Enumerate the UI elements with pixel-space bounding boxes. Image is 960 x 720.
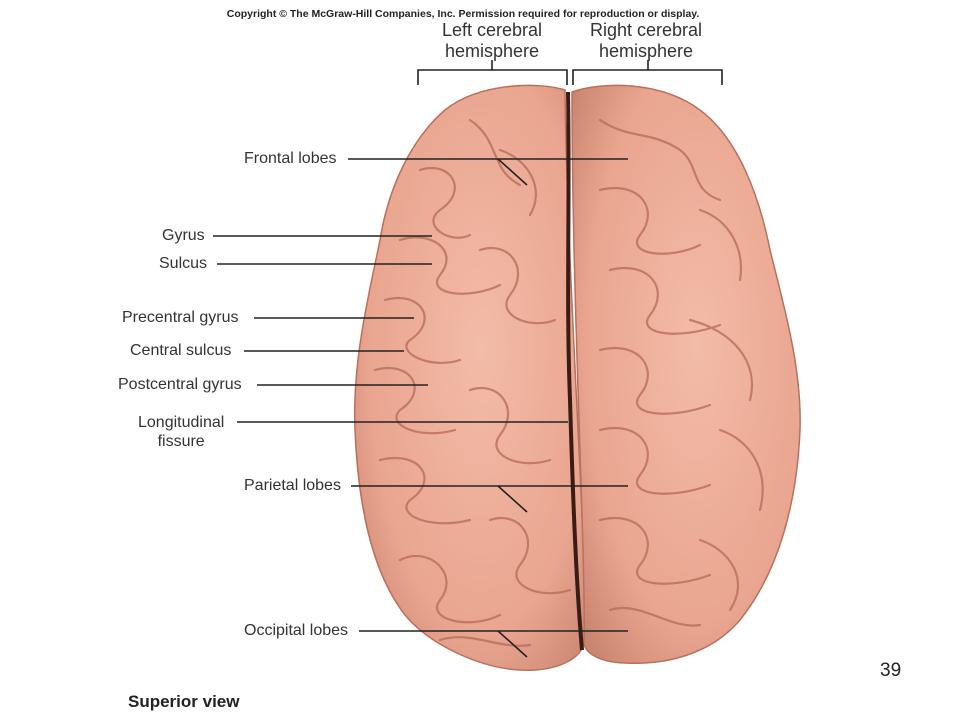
leader-parietal-left — [497, 485, 528, 513]
label-postcentral-gyrus: Postcentral gyrus — [118, 376, 242, 393]
page-number: 39 — [880, 660, 902, 681]
label-longitudinal-line2: fissure — [157, 433, 205, 450]
leader-lines — [213, 158, 628, 658]
label-longitudinal-line1: Longitudinal — [138, 414, 225, 431]
left-hemisphere-label: Left cerebral hemisphere — [402, 20, 582, 62]
leader-frontal-left — [497, 158, 528, 186]
label-sulcus: Sulcus — [159, 255, 208, 272]
label-parietal-lobes: Parietal lobes — [244, 477, 341, 494]
right-hemisphere-label-line1: Right cerebral — [589, 20, 703, 40]
view-caption: Superior view — [128, 692, 240, 711]
copyright-notice: Copyright © The McGraw-Hill Companies, I… — [226, 8, 700, 20]
label-central-sulcus: Central sulcus — [130, 342, 232, 359]
label-gyrus: Gyrus — [162, 227, 205, 244]
right-hemisphere-label-line2: hemisphere — [598, 41, 694, 61]
label-longitudinal-fissure: Longitudinal fissure — [138, 413, 224, 451]
label-occipital-lobes: Occipital lobes — [244, 622, 349, 639]
left-hemisphere-label-line1: Left cerebral — [441, 20, 543, 40]
leader-occipital-left — [497, 630, 528, 658]
longitudinal-fissure-image — [566, 91, 584, 651]
gyri-texture — [373, 118, 764, 647]
right-hemisphere-image — [571, 84, 801, 664]
left-hemisphere-image — [353, 84, 587, 671]
label-precentral-gyrus: Precentral gyrus — [122, 309, 239, 326]
label-frontal-lobes: Frontal lobes — [244, 150, 337, 167]
hemisphere-brackets — [417, 60, 723, 85]
left-hemisphere-label-line2: hemisphere — [444, 41, 540, 61]
right-hemisphere-label: Right cerebral hemisphere — [556, 20, 736, 62]
